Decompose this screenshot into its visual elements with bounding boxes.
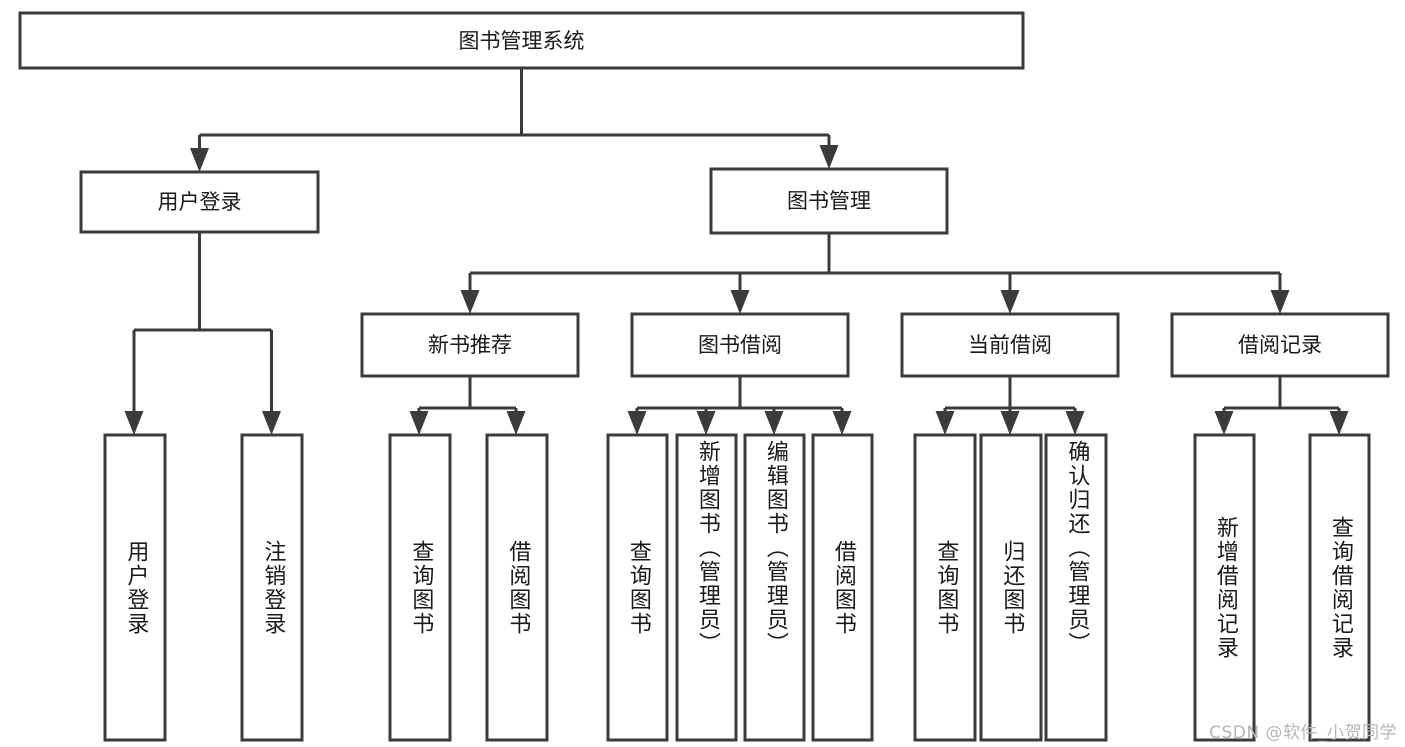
node-borrow-record[interactable]: 借阅记录 [1170, 312, 1390, 378]
node-borrow-record-label: 借阅记录 [1238, 333, 1322, 357]
leaf-box-borrow-record-1[interactable] [1308, 433, 1371, 742]
leaf-box-current-borrow-1[interactable] [979, 433, 1043, 742]
node-book-borrow[interactable]: 图书借阅 [630, 312, 850, 378]
node-root-label: 图书管理系统 [459, 29, 585, 53]
node-current-borrow-label: 当前借阅 [968, 333, 1052, 357]
leaf-box-new-book-1[interactable] [485, 433, 549, 742]
leaf-box-user-login-0[interactable] [103, 433, 167, 742]
node-book-borrow-label: 图书借阅 [698, 333, 782, 357]
leaf-box-current-borrow-2[interactable] [1044, 433, 1108, 742]
leaf-box-user-login-1[interactable] [240, 433, 304, 742]
leaf-box-book-borrow-3[interactable] [811, 433, 874, 742]
leaf-box-book-borrow-1[interactable] [675, 433, 738, 742]
node-new-book-recommend-label: 新书推荐 [428, 333, 512, 357]
connector-bookborrow-to-leaves [627, 376, 852, 435]
node-new-book-recommend[interactable]: 新书推荐 [360, 312, 580, 378]
connector-userlogin-to-leaves [124, 232, 281, 435]
leaf-box-current-borrow-0[interactable] [913, 433, 977, 742]
connector-bookmgmt-to-level3 [460, 233, 1290, 314]
leaf-box-borrow-record-0[interactable] [1193, 433, 1256, 742]
connector-borrowrecord-to-leaves [1214, 376, 1349, 435]
node-current-borrow[interactable]: 当前借阅 [900, 312, 1120, 378]
node-book-management[interactable]: 图书管理 [709, 167, 949, 235]
node-user-login-label: 用户登录 [158, 190, 242, 214]
node-book-management-label: 图书管理 [787, 189, 871, 213]
csdn-watermark: CSDN @软件_小贺同学 [1209, 723, 1397, 743]
node-root[interactable]: 图书管理系统 [18, 11, 1025, 70]
leaf-box-new-book-0[interactable] [388, 433, 452, 742]
connector-root-to-level2 [190, 68, 839, 172]
leaf-box-book-borrow-0[interactable] [606, 433, 669, 742]
connector-currentborrow-to-leaves [935, 376, 1085, 435]
leaf-box-book-borrow-2[interactable] [743, 433, 806, 742]
node-user-login[interactable]: 用户登录 [79, 170, 320, 234]
connector-newbook-to-leaves [409, 376, 526, 435]
